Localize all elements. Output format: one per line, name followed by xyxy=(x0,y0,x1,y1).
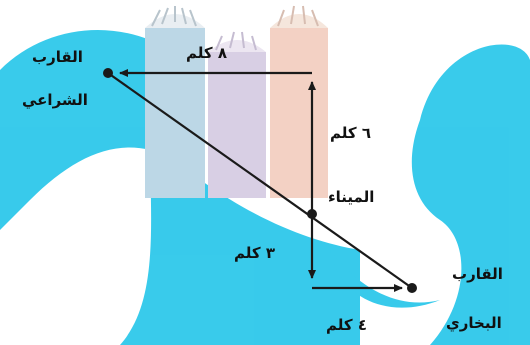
distance-label-4km: ٤ كلم xyxy=(326,316,367,334)
watermark-shape-left xyxy=(0,30,150,230)
tower-purple xyxy=(208,31,266,198)
port-point xyxy=(307,209,317,219)
port-label: الميناء xyxy=(328,188,375,206)
tower-peach xyxy=(270,5,328,198)
sailboat-point xyxy=(103,68,113,78)
hypotenuse-line xyxy=(107,72,413,289)
route-lines xyxy=(107,69,413,292)
steamboat-point xyxy=(407,283,417,293)
watermark-shape-right xyxy=(411,44,530,345)
steamboat-label-line1: القارب xyxy=(452,265,503,283)
distance-label-3km: ٣ كلم xyxy=(234,244,275,262)
steamboat-label-line2: البخاري xyxy=(446,314,502,332)
towers-background xyxy=(145,5,328,198)
distance-label-8km: ٨ كلم xyxy=(186,44,227,62)
tower-blue xyxy=(145,6,205,198)
distance-label-6km: ٦ كلم xyxy=(330,124,371,142)
points xyxy=(103,68,417,293)
sailboat-label-line1: القارب xyxy=(32,48,83,66)
sailboat-label-line2: الشراعي xyxy=(22,91,88,109)
watermark-bowl xyxy=(330,250,440,308)
